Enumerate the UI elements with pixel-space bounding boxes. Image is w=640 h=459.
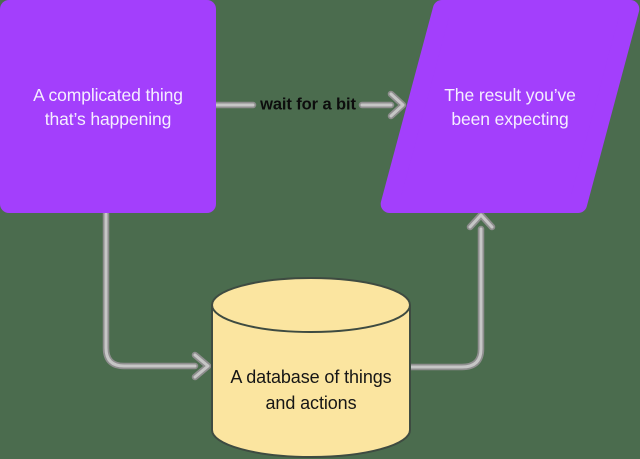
database-node-top bbox=[211, 277, 411, 333]
process-node-shape bbox=[0, 0, 216, 213]
edge-process-to-db-line bbox=[102, 210, 199, 370]
edge-wait-arrowhead-inner bbox=[389, 92, 405, 118]
process-label-line2: that’s happening bbox=[44, 109, 172, 129]
process-node-label: A complicated thing that’s happening bbox=[33, 83, 183, 131]
process-label-line1: A complicated thing bbox=[33, 85, 183, 105]
edge-db-to-result-line bbox=[406, 225, 485, 371]
result-node-label: The result you’ve been expecting bbox=[444, 83, 576, 131]
edge-process-to-db-arrowhead-inner bbox=[193, 353, 210, 379]
database-label-line2: and actions bbox=[265, 393, 357, 413]
edge-strokes-inner bbox=[104, 92, 494, 379]
edge-db-to-result-arrowhead-inner bbox=[468, 213, 494, 229]
database-node-body bbox=[211, 305, 411, 458]
edge-db-to-result-line-inner bbox=[408, 227, 483, 369]
result-label-line1: The result you’ve bbox=[444, 85, 576, 105]
result-node-shape bbox=[380, 0, 640, 213]
database-label-line1: A database of things bbox=[230, 367, 392, 387]
edge-process-to-db-line-inner bbox=[104, 212, 197, 368]
wait-edge-label: wait for a bit bbox=[260, 95, 356, 114]
result-label-line2: been expecting bbox=[451, 109, 569, 129]
database-node-label: A database of things and actions bbox=[230, 364, 391, 416]
